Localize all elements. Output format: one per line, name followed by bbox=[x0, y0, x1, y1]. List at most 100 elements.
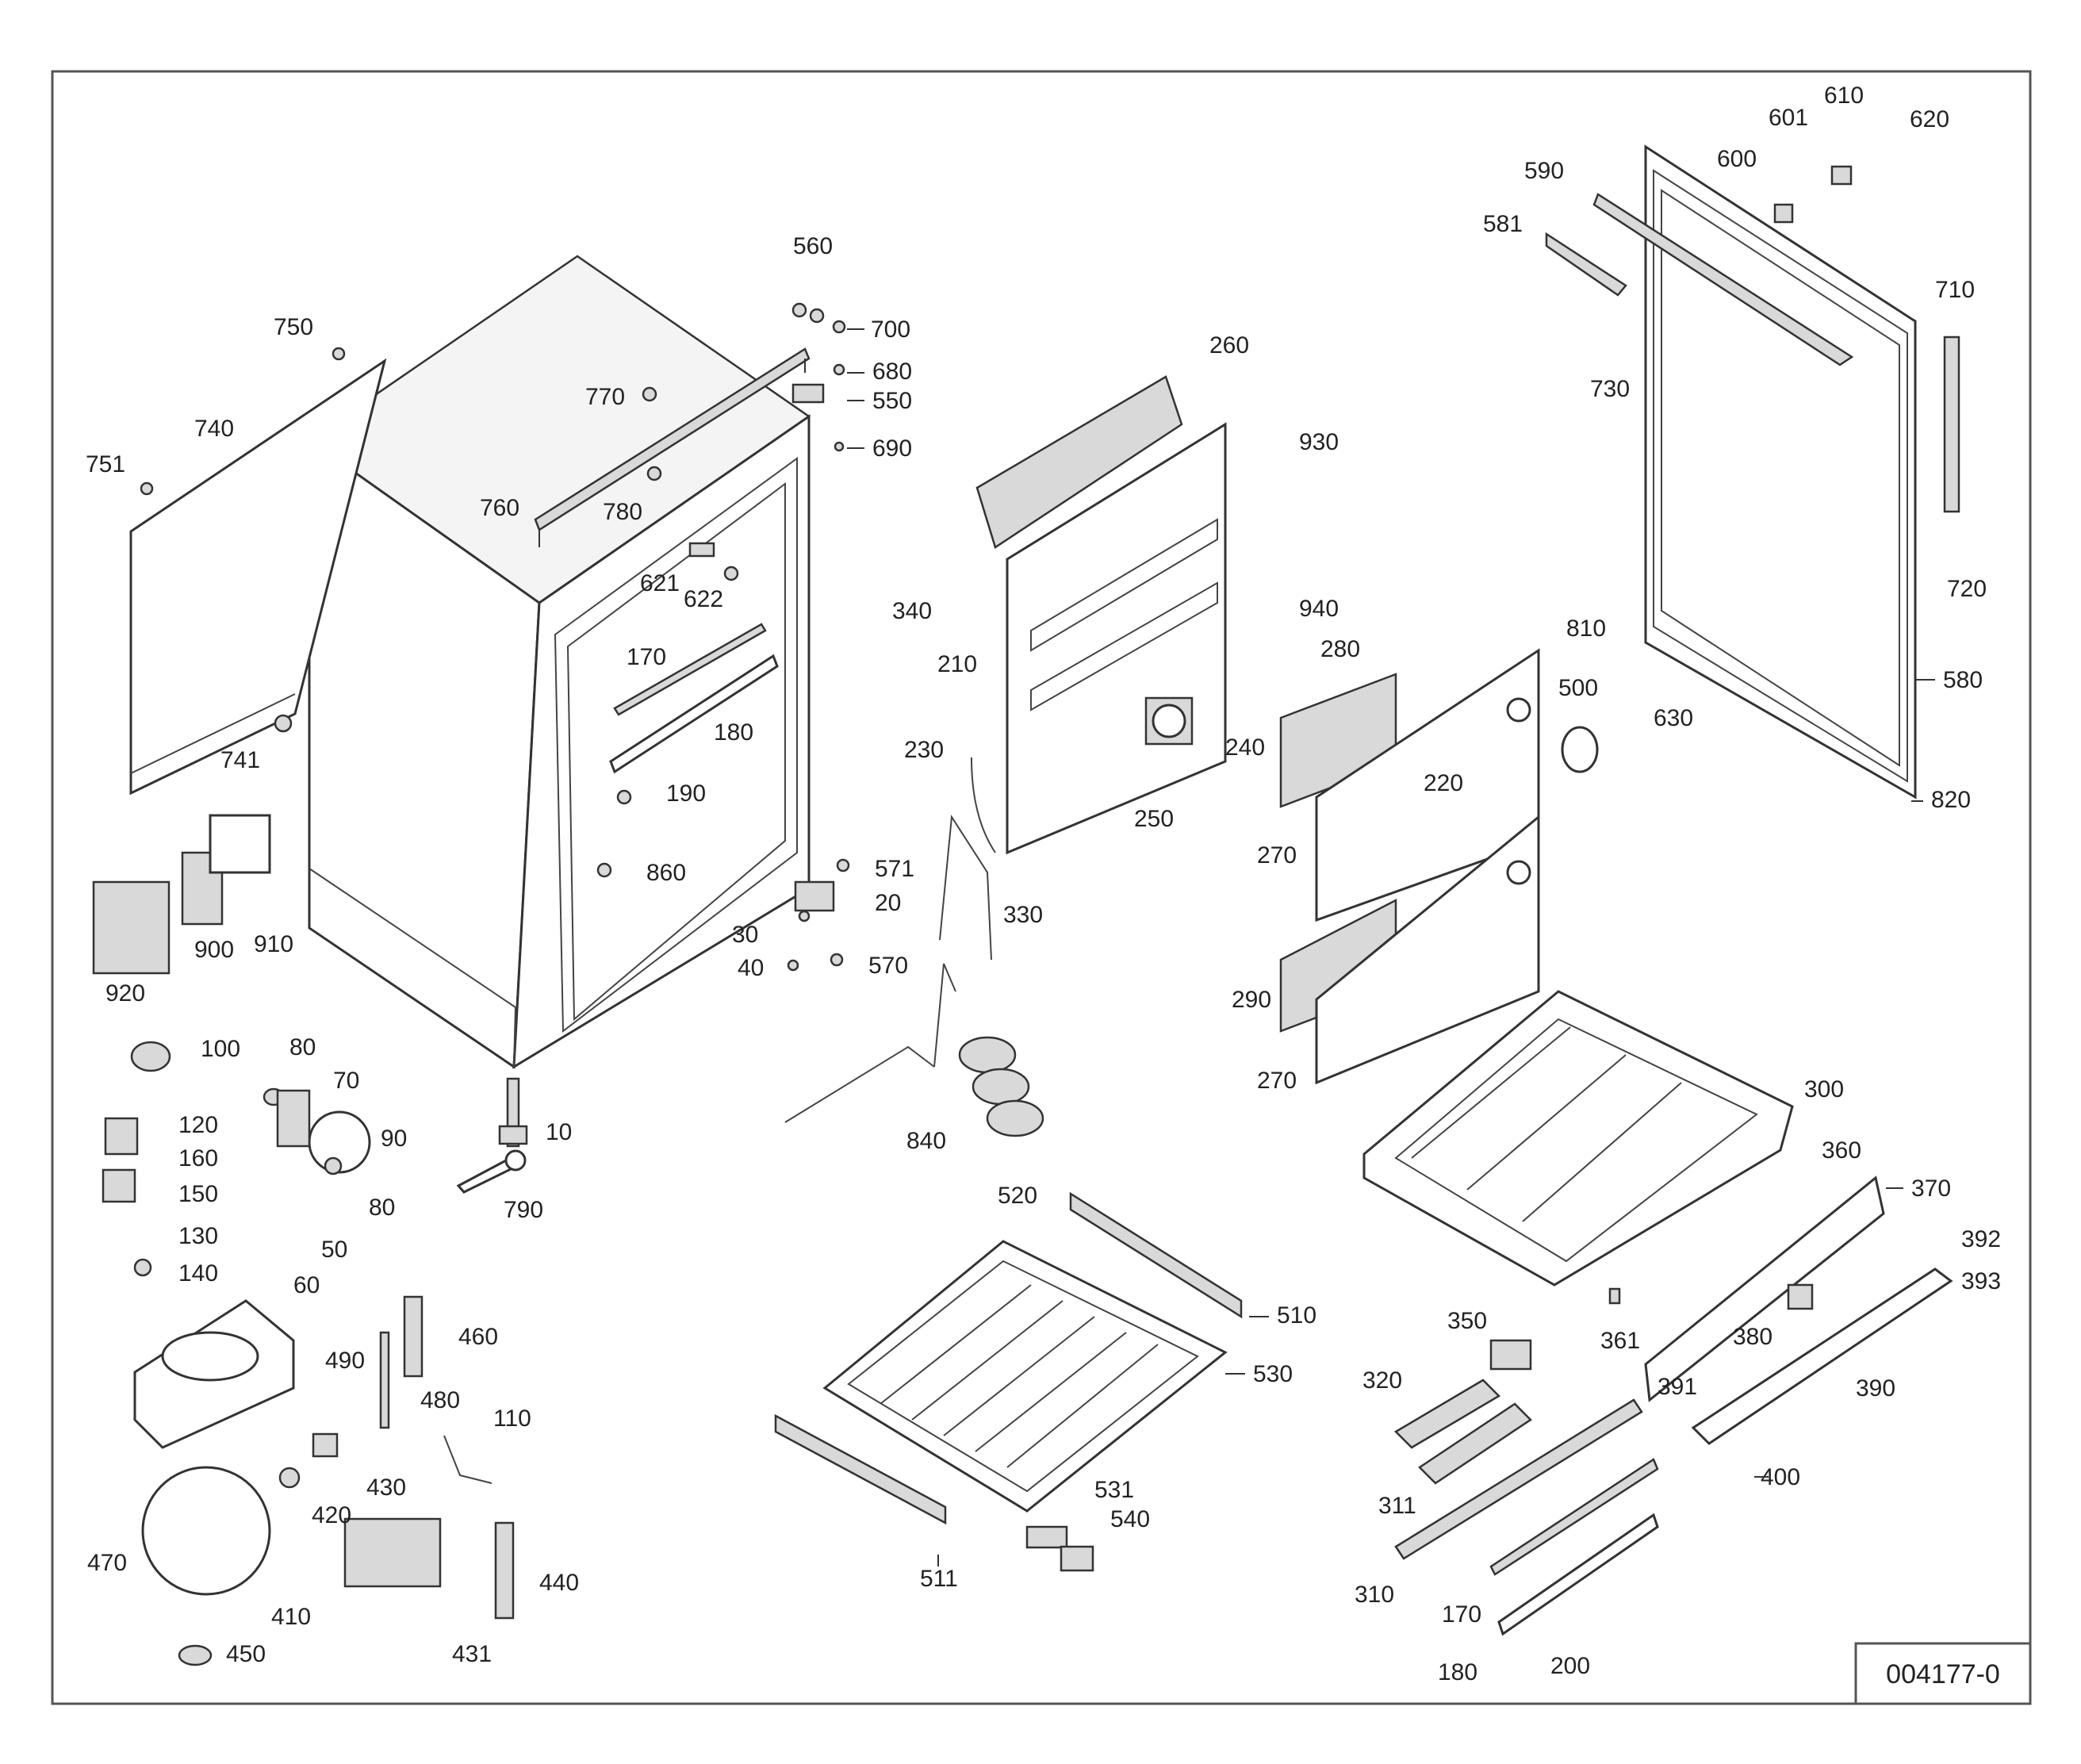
label-431: 431 bbox=[452, 1641, 492, 1667]
electronics-left bbox=[92, 814, 311, 1277]
label-120: 120 bbox=[178, 1112, 218, 1138]
label-741: 741 bbox=[220, 747, 260, 773]
label-581: 581 bbox=[1483, 211, 1523, 237]
label-730: 730 bbox=[1590, 376, 1630, 402]
label-720: 720 bbox=[1947, 576, 1987, 602]
top-brace bbox=[534, 347, 811, 547]
evaporator-assembly bbox=[939, 375, 1227, 961]
label-601: 601 bbox=[1769, 105, 1808, 131]
label-393: 393 bbox=[1961, 1268, 2001, 1294]
label-440: 440 bbox=[539, 1570, 579, 1596]
label-392: 392 bbox=[1961, 1226, 2001, 1252]
door bbox=[1545, 144, 1960, 800]
label-30: 30 bbox=[732, 922, 758, 948]
label-360: 360 bbox=[1822, 1137, 1861, 1164]
label-920: 920 bbox=[105, 980, 145, 1007]
label-470: 470 bbox=[87, 1550, 127, 1576]
label-160: 160 bbox=[178, 1145, 218, 1172]
label-80-a: 80 bbox=[289, 1034, 316, 1060]
label-840: 840 bbox=[906, 1128, 946, 1154]
label-680: 680 bbox=[872, 359, 912, 385]
label-621: 621 bbox=[640, 570, 680, 596]
label-531: 531 bbox=[1094, 1477, 1134, 1503]
label-430: 430 bbox=[366, 1474, 406, 1501]
label-280: 280 bbox=[1320, 636, 1360, 662]
label-40: 40 bbox=[738, 955, 764, 981]
label-391: 391 bbox=[1658, 1374, 1697, 1400]
label-70: 70 bbox=[333, 1068, 359, 1094]
label-810: 810 bbox=[1566, 615, 1606, 642]
label-310: 310 bbox=[1355, 1582, 1394, 1608]
label-90: 90 bbox=[381, 1126, 407, 1152]
label-150: 150 bbox=[178, 1181, 218, 1207]
drawing-code-box bbox=[1854, 1642, 2032, 1705]
label-380: 380 bbox=[1733, 1324, 1772, 1350]
label-270-a: 270 bbox=[1257, 842, 1297, 869]
label-530: 530 bbox=[1253, 1361, 1293, 1387]
label-110: 110 bbox=[493, 1405, 531, 1432]
label-750: 750 bbox=[274, 314, 313, 340]
label-760: 760 bbox=[480, 495, 519, 521]
label-622: 622 bbox=[684, 586, 723, 612]
label-10: 10 bbox=[546, 1119, 572, 1145]
label-610: 610 bbox=[1824, 82, 1864, 109]
label-180-a: 180 bbox=[714, 719, 753, 746]
label-550: 550 bbox=[872, 388, 912, 414]
label-250: 250 bbox=[1134, 806, 1174, 832]
label-570: 570 bbox=[868, 953, 908, 979]
label-290: 290 bbox=[1232, 987, 1271, 1013]
label-490: 490 bbox=[325, 1348, 365, 1374]
label-480: 480 bbox=[420, 1387, 460, 1413]
label-511: 511 bbox=[920, 1566, 958, 1592]
compressor-area bbox=[133, 1295, 515, 1666]
label-190: 190 bbox=[666, 780, 706, 807]
label-620: 620 bbox=[1910, 106, 1949, 132]
label-370: 370 bbox=[1911, 1175, 1951, 1202]
label-361: 361 bbox=[1600, 1328, 1640, 1354]
label-780: 780 bbox=[603, 499, 642, 525]
label-320: 320 bbox=[1362, 1367, 1402, 1394]
label-930: 930 bbox=[1299, 429, 1339, 455]
label-740: 740 bbox=[194, 416, 234, 442]
label-50: 50 bbox=[321, 1237, 347, 1263]
label-860: 860 bbox=[646, 860, 686, 886]
label-130: 130 bbox=[178, 1223, 218, 1249]
heater-foils bbox=[1279, 648, 1540, 1085]
label-230: 230 bbox=[904, 737, 944, 763]
label-300: 300 bbox=[1804, 1076, 1844, 1102]
label-710: 710 bbox=[1935, 277, 1975, 303]
rear-panel bbox=[129, 358, 387, 796]
shelf-and-drawer bbox=[774, 1191, 1243, 1572]
label-770: 770 bbox=[585, 384, 625, 410]
label-350: 350 bbox=[1447, 1308, 1487, 1334]
label-520: 520 bbox=[998, 1183, 1037, 1209]
cabinet-body bbox=[307, 255, 811, 1069]
label-20: 20 bbox=[875, 890, 901, 916]
label-900: 900 bbox=[194, 937, 234, 963]
label-170-a: 170 bbox=[627, 644, 666, 670]
label-700: 700 bbox=[871, 316, 910, 343]
label-510: 510 bbox=[1277, 1302, 1316, 1329]
label-560: 560 bbox=[793, 233, 833, 259]
small-screws bbox=[140, 302, 850, 972]
label-390: 390 bbox=[1856, 1375, 1895, 1402]
label-820: 820 bbox=[1931, 787, 1971, 813]
misc-round-parts bbox=[130, 726, 1599, 1175]
label-180-b: 180 bbox=[1438, 1659, 1477, 1685]
label-410: 410 bbox=[271, 1604, 311, 1630]
label-270-b: 270 bbox=[1257, 1068, 1297, 1094]
label-60: 60 bbox=[293, 1272, 320, 1298]
label-571: 571 bbox=[875, 856, 914, 882]
label-630: 630 bbox=[1654, 705, 1693, 731]
label-210: 210 bbox=[937, 651, 977, 677]
drawing-code: 004177-0 bbox=[1886, 1659, 2000, 1689]
handle-rails bbox=[609, 623, 779, 774]
bottom-tray bbox=[1362, 990, 1794, 1287]
label-170-b: 170 bbox=[1442, 1601, 1481, 1628]
label-690: 690 bbox=[872, 435, 912, 462]
label-340: 340 bbox=[892, 598, 932, 624]
label-500: 500 bbox=[1558, 675, 1598, 701]
bolt-and-wrench bbox=[456, 1077, 528, 1194]
label-100: 100 bbox=[201, 1036, 240, 1062]
